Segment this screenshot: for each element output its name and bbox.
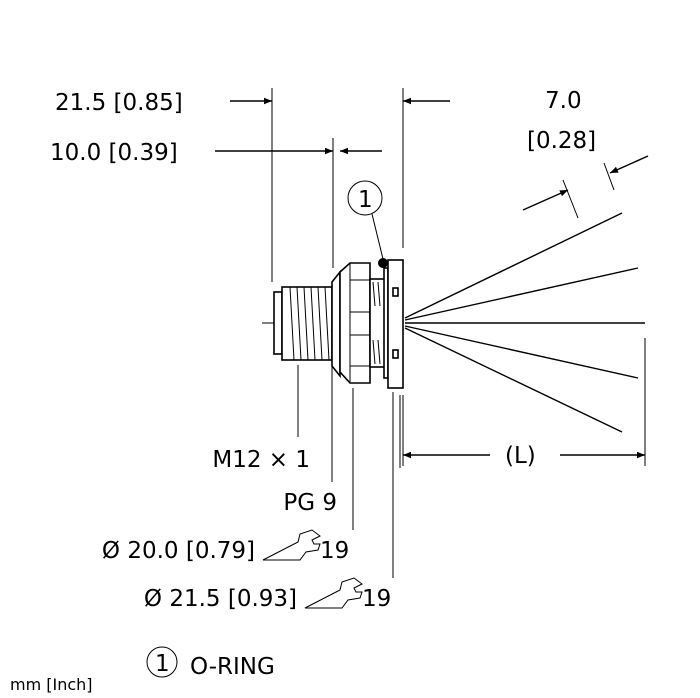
wrench-icon	[262, 529, 321, 561]
nut-diameter-label: Ø 20.0 [0.79]	[102, 538, 255, 564]
front-length-label: 10.0 [0.39]	[50, 140, 178, 166]
wires	[404, 212, 645, 433]
units-label: mm [Inch]	[10, 675, 93, 694]
flange-diameter-label: Ø 21.5 [0.93]	[144, 586, 297, 612]
connector-body	[273, 259, 404, 389]
legend-item-number: 1	[155, 651, 170, 677]
extension-line	[562, 179, 579, 219]
overall-length-label: 21.5 [0.85]	[55, 90, 183, 116]
oring-dot	[378, 258, 388, 268]
legend-item-label: O-RING	[190, 654, 275, 680]
nut-wrench-size: 19	[320, 538, 349, 564]
leader-line	[371, 213, 384, 260]
thread-label: M12 × 1	[212, 447, 310, 473]
legend-marker-circle	[146, 646, 178, 678]
oring-marker-number: 1	[358, 187, 373, 213]
panel-thread-label: PG 9	[283, 490, 337, 516]
strip-length-in: [0.28]	[527, 128, 596, 154]
strip-length-mm: 7.0	[545, 88, 582, 114]
dimension-arrow	[522, 189, 569, 211]
oring-marker-circle	[347, 180, 383, 216]
cable-length-label: (L)	[505, 443, 536, 469]
dimension-arrow	[609, 155, 649, 174]
flange-wrench-size: 19	[362, 586, 391, 612]
wrench-icon	[304, 577, 363, 609]
extension-line	[603, 162, 615, 191]
